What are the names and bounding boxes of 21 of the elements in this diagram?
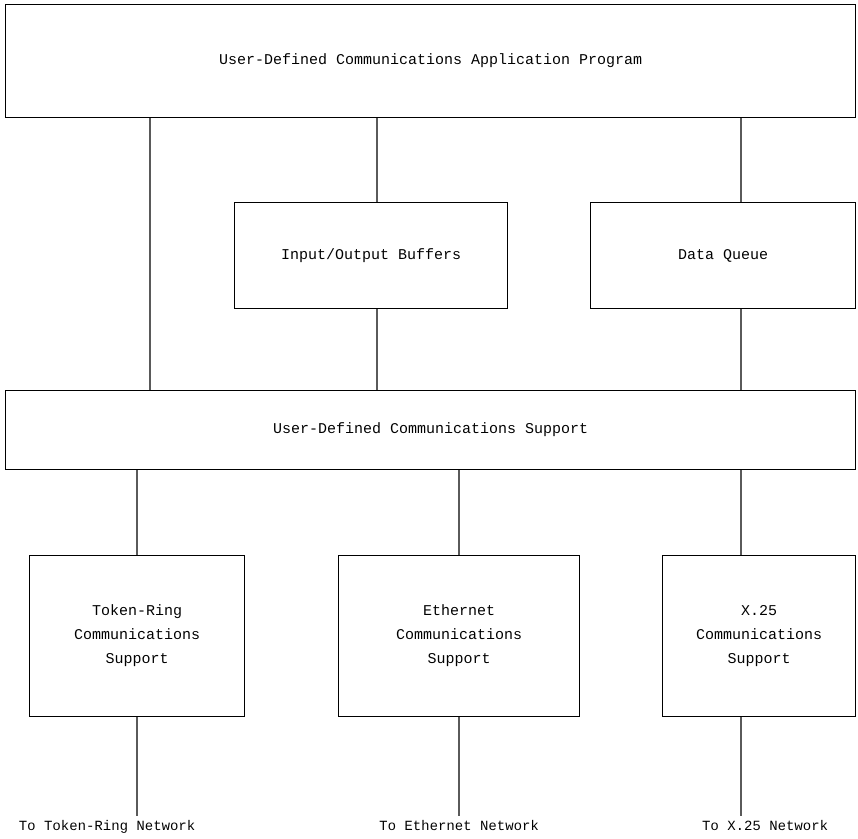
connector-line [740, 118, 742, 202]
process-box: Ethernet Communications Support [338, 555, 580, 717]
connector-line [376, 118, 378, 202]
network-label: To X.25 Network [672, 816, 858, 838]
connector-line [458, 717, 460, 816]
process-box: Data Queue [590, 202, 856, 309]
network-label: To Token-Ring Network [0, 816, 214, 838]
connector-line [136, 717, 138, 816]
process-box: Input/Output Buffers [234, 202, 508, 309]
connector-line [458, 470, 460, 555]
process-box: User-Defined Communications Application Program [5, 4, 856, 118]
connector-line [149, 118, 151, 390]
connector-line [376, 309, 378, 390]
process-box: X.25 Communications Support [662, 555, 856, 717]
network-label: To Ethernet Network [352, 816, 566, 838]
connector-line [740, 309, 742, 390]
process-box: User-Defined Communications Support [5, 390, 856, 470]
process-box: Token-Ring Communications Support [29, 555, 245, 717]
connector-line [740, 717, 742, 816]
connector-line [136, 470, 138, 555]
connector-line [740, 470, 742, 555]
